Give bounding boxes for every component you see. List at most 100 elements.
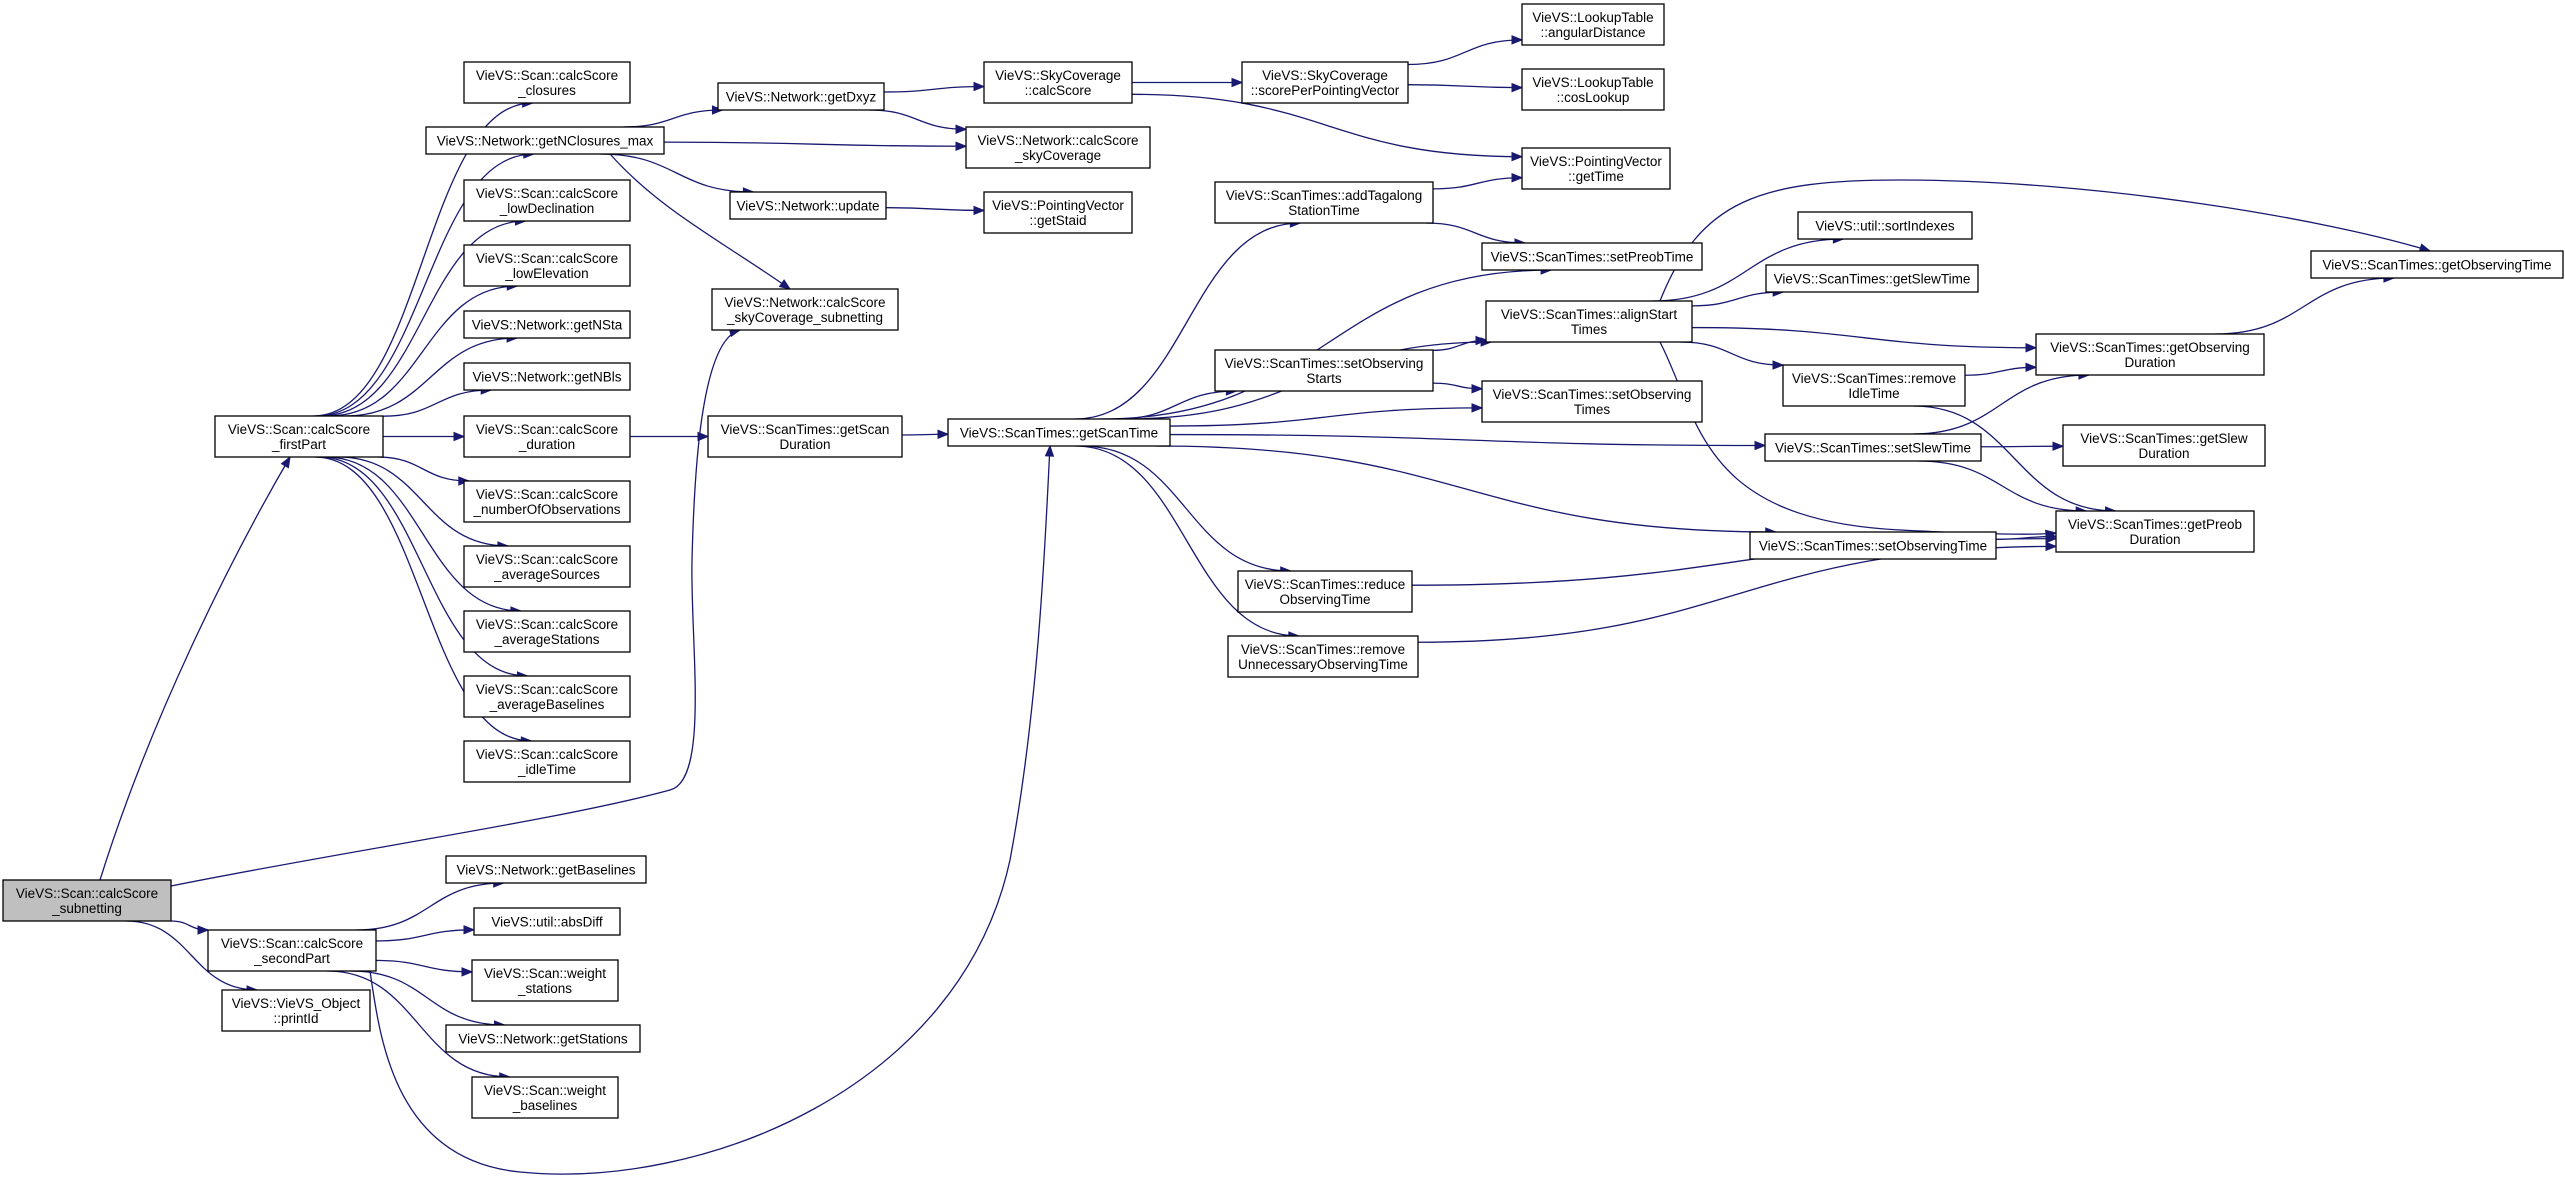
node-getNSta[interactable]: VieVS::Network::getNSta xyxy=(463,310,631,339)
node-box xyxy=(1481,380,1703,423)
edge-line xyxy=(338,456,508,547)
edge-line xyxy=(1913,374,2089,435)
arrow-head-icon xyxy=(778,279,792,290)
node-angDist[interactable]: VieVS::LookupTable::angularDistance xyxy=(1521,3,1665,46)
node-label: VieVS::ScanTimes::getObservingTime xyxy=(2322,258,2551,273)
node-getBaselines[interactable]: VieVS::Network::getBaselines xyxy=(445,855,647,884)
node-cosLookup[interactable]: VieVS::LookupTable::cosLookup xyxy=(1521,68,1665,111)
node-avgBaselines[interactable]: VieVS::Scan::calcScore_averageBaselines xyxy=(463,675,631,718)
node-scorePerPV[interactable]: VieVS::SkyCoverage::scorePerPointingVect… xyxy=(1241,61,1409,104)
arrow-head-icon xyxy=(955,124,968,134)
node-skyCalcScore[interactable]: VieVS::SkyCoverage::calcScore xyxy=(983,61,1133,104)
node-weightStations[interactable]: VieVS::Scan::weight_stations xyxy=(471,959,619,1002)
edge-line xyxy=(369,445,1051,1175)
node-label: VieVS::Network::getNSta xyxy=(472,318,623,333)
node-box xyxy=(1797,211,1973,240)
arrow-head-icon xyxy=(1471,403,1484,413)
node-getStations[interactable]: VieVS::Network::getStations xyxy=(445,1024,641,1053)
edge-line xyxy=(1659,179,2431,302)
node-setObsTime[interactable]: VieVS::ScanTimes::setObservingTime xyxy=(1749,531,1997,560)
node-box xyxy=(445,1024,641,1053)
node-label: _averageSources xyxy=(493,567,600,582)
node-sortIndexes[interactable]: VieVS::util::sortIndexes xyxy=(1797,211,1973,240)
node-removeUnnec[interactable]: VieVS::ScanTimes::removeUnnecessaryObser… xyxy=(1227,635,1419,678)
edge-line xyxy=(1407,84,1523,89)
node-getNBls[interactable]: VieVS::Network::getNBls xyxy=(463,362,631,391)
edge-line xyxy=(1169,407,1483,427)
node-box xyxy=(1237,570,1413,613)
arrow-head-icon xyxy=(197,925,210,935)
node-getObsTime[interactable]: VieVS::ScanTimes::getObservingTime xyxy=(2310,250,2564,279)
node-box xyxy=(707,415,903,458)
node-skyCovSub[interactable]: VieVS::Network::calcScore_skyCoverage_su… xyxy=(711,288,899,331)
node-closures[interactable]: VieVS::Scan::calcScore_closures xyxy=(463,61,631,104)
node-box xyxy=(463,310,631,339)
edge-line xyxy=(375,929,475,942)
node-label: VieVS::Scan::weight xyxy=(484,1083,606,1098)
edge-alignStart-to-getObsDur xyxy=(1691,326,2038,353)
edge-root-to-secondPart xyxy=(170,920,210,935)
node-netSkyCov[interactable]: VieVS::Network::calcScore_skyCoverage xyxy=(965,126,1151,169)
node-box xyxy=(463,545,631,588)
node-label: _numberOfObservations xyxy=(472,502,620,517)
edge-line xyxy=(623,109,723,128)
arrow-head-icon xyxy=(973,81,986,92)
node-label: VieVS::ScanTimes::setObservingTime xyxy=(1759,539,1987,554)
node-idleTime[interactable]: VieVS::Scan::calcScore_idleTime xyxy=(463,740,631,783)
node-numObs[interactable]: VieVS::Scan::calcScore_numberOfObservati… xyxy=(463,480,631,523)
arrow-head-icon xyxy=(2045,541,2058,552)
node-weightBaselines[interactable]: VieVS::Scan::weight_baselines xyxy=(471,1076,619,1119)
node-getScanTime[interactable]: VieVS::ScanTimes::getScanTime xyxy=(947,418,1171,447)
node-firstPart[interactable]: VieVS::Scan::calcScore_firstPart xyxy=(214,415,384,458)
node-label: ::angularDistance xyxy=(1540,25,1645,40)
arrow-head-icon xyxy=(1772,360,1785,370)
node-label: VieVS::ScanTimes::remove xyxy=(1792,371,1956,386)
node-label: VieVS::Network::getNBls xyxy=(472,370,621,385)
node-box xyxy=(1241,61,1409,104)
node-netUpdate[interactable]: VieVS::Network::update xyxy=(729,191,887,220)
node-getDxyz[interactable]: VieVS::Network::getDxyz xyxy=(717,82,885,111)
node-avgStations[interactable]: VieVS::Scan::calcScore_averageStations xyxy=(463,610,631,653)
node-pvGetTime[interactable]: VieVS::PointingVector::getTime xyxy=(1521,147,1671,190)
node-setSlewTime[interactable]: VieVS::ScanTimes::setSlewTime xyxy=(1764,433,1982,462)
node-setPreobTime[interactable]: VieVS::ScanTimes::setPreobTime xyxy=(1481,242,1703,271)
edge-setSlewTime-to-getPreobDur xyxy=(1918,460,2088,516)
edge-line xyxy=(1116,390,1237,420)
node-lowElev[interactable]: VieVS::Scan::calcScore_lowElevation xyxy=(463,244,631,287)
edge-removeIdle-to-getObsDur xyxy=(1964,362,2038,376)
arrow-head-icon xyxy=(697,431,710,442)
node-label: VieVS::Scan::calcScore xyxy=(476,422,618,437)
node-label: VieVS::ScanTimes::getPreob xyxy=(2068,517,2242,532)
node-getNClosuresMax[interactable]: VieVS::Network::getNClosures_max xyxy=(425,126,665,155)
node-box xyxy=(711,288,899,331)
node-getSlewTime[interactable]: VieVS::ScanTimes::getSlewTime xyxy=(1765,264,1979,293)
node-absDiff[interactable]: VieVS::util::absDiff xyxy=(473,907,621,936)
node-secondPart[interactable]: VieVS::Scan::calcScore_secondPart xyxy=(207,929,377,972)
edge-addTagalong-to-pvGetTime xyxy=(1432,173,1524,190)
node-getStaid[interactable]: VieVS::PointingVector::getStaid xyxy=(983,191,1133,234)
arrow-head-icon xyxy=(453,431,466,442)
edge-setObsStarts-to-alignStart xyxy=(1432,335,1488,351)
node-box xyxy=(445,855,647,884)
node-printId[interactable]: VieVS::VieVS_Object::printId xyxy=(221,989,371,1032)
node-lowDecl[interactable]: VieVS::Scan::calcScore_lowDeclination xyxy=(463,179,631,222)
edge-line xyxy=(344,337,518,417)
node-box xyxy=(1521,68,1665,111)
edge-line xyxy=(327,970,510,1078)
node-duration[interactable]: VieVS::Scan::calcScore_duration xyxy=(463,415,631,458)
node-root[interactable]: VieVS::Scan::calcScore_subnetting xyxy=(2,879,172,922)
arrow-head-icon xyxy=(461,967,474,977)
node-avgSources[interactable]: VieVS::Scan::calcScore_averageSources xyxy=(463,545,631,588)
edge-root-to-skyCovSub xyxy=(170,327,742,887)
edge-line xyxy=(663,141,967,147)
